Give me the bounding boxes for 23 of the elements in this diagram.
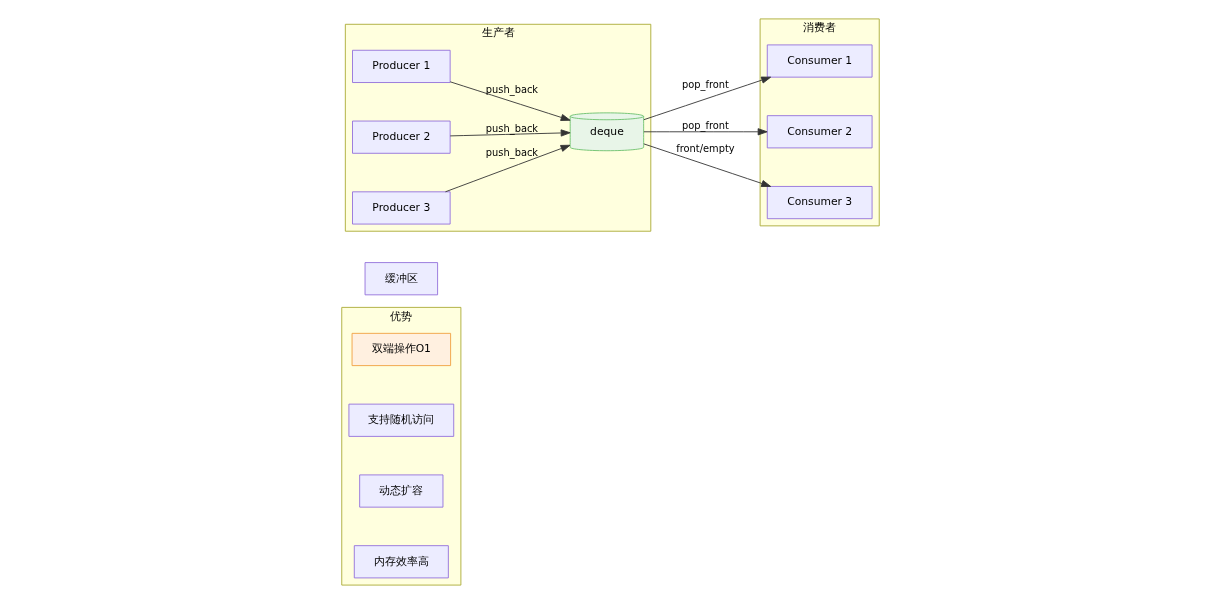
edge-label: pop_front: [682, 119, 729, 131]
edge-label: push_back: [485, 84, 539, 96]
arrow: [643, 128, 768, 136]
arrow: [445, 144, 571, 193]
node-box: Consumer 3: [766, 186, 873, 220]
edge-label: front/empty: [676, 143, 735, 155]
edge-label: pop_front: [682, 78, 729, 90]
node-box: Producer 1: [352, 49, 451, 83]
edge-label: push_back: [485, 122, 539, 134]
arrow: [449, 129, 571, 137]
arrow: [643, 143, 772, 187]
node-box: 双端操作O1: [351, 332, 452, 367]
node-box: 动态扩容: [359, 474, 444, 508]
arrow: [449, 81, 571, 121]
arrow: [643, 76, 772, 121]
node-box: 支持随机访问: [348, 403, 455, 437]
node-box: 内存效率高: [353, 545, 449, 579]
node-box: Consumer 1: [766, 44, 873, 78]
edge-label: push_back: [485, 146, 539, 158]
node-box: 缓冲区: [364, 262, 439, 296]
node-box: Consumer 2: [766, 115, 873, 149]
node-box: Producer 2: [352, 120, 451, 154]
node-box: Producer 3: [352, 191, 451, 225]
